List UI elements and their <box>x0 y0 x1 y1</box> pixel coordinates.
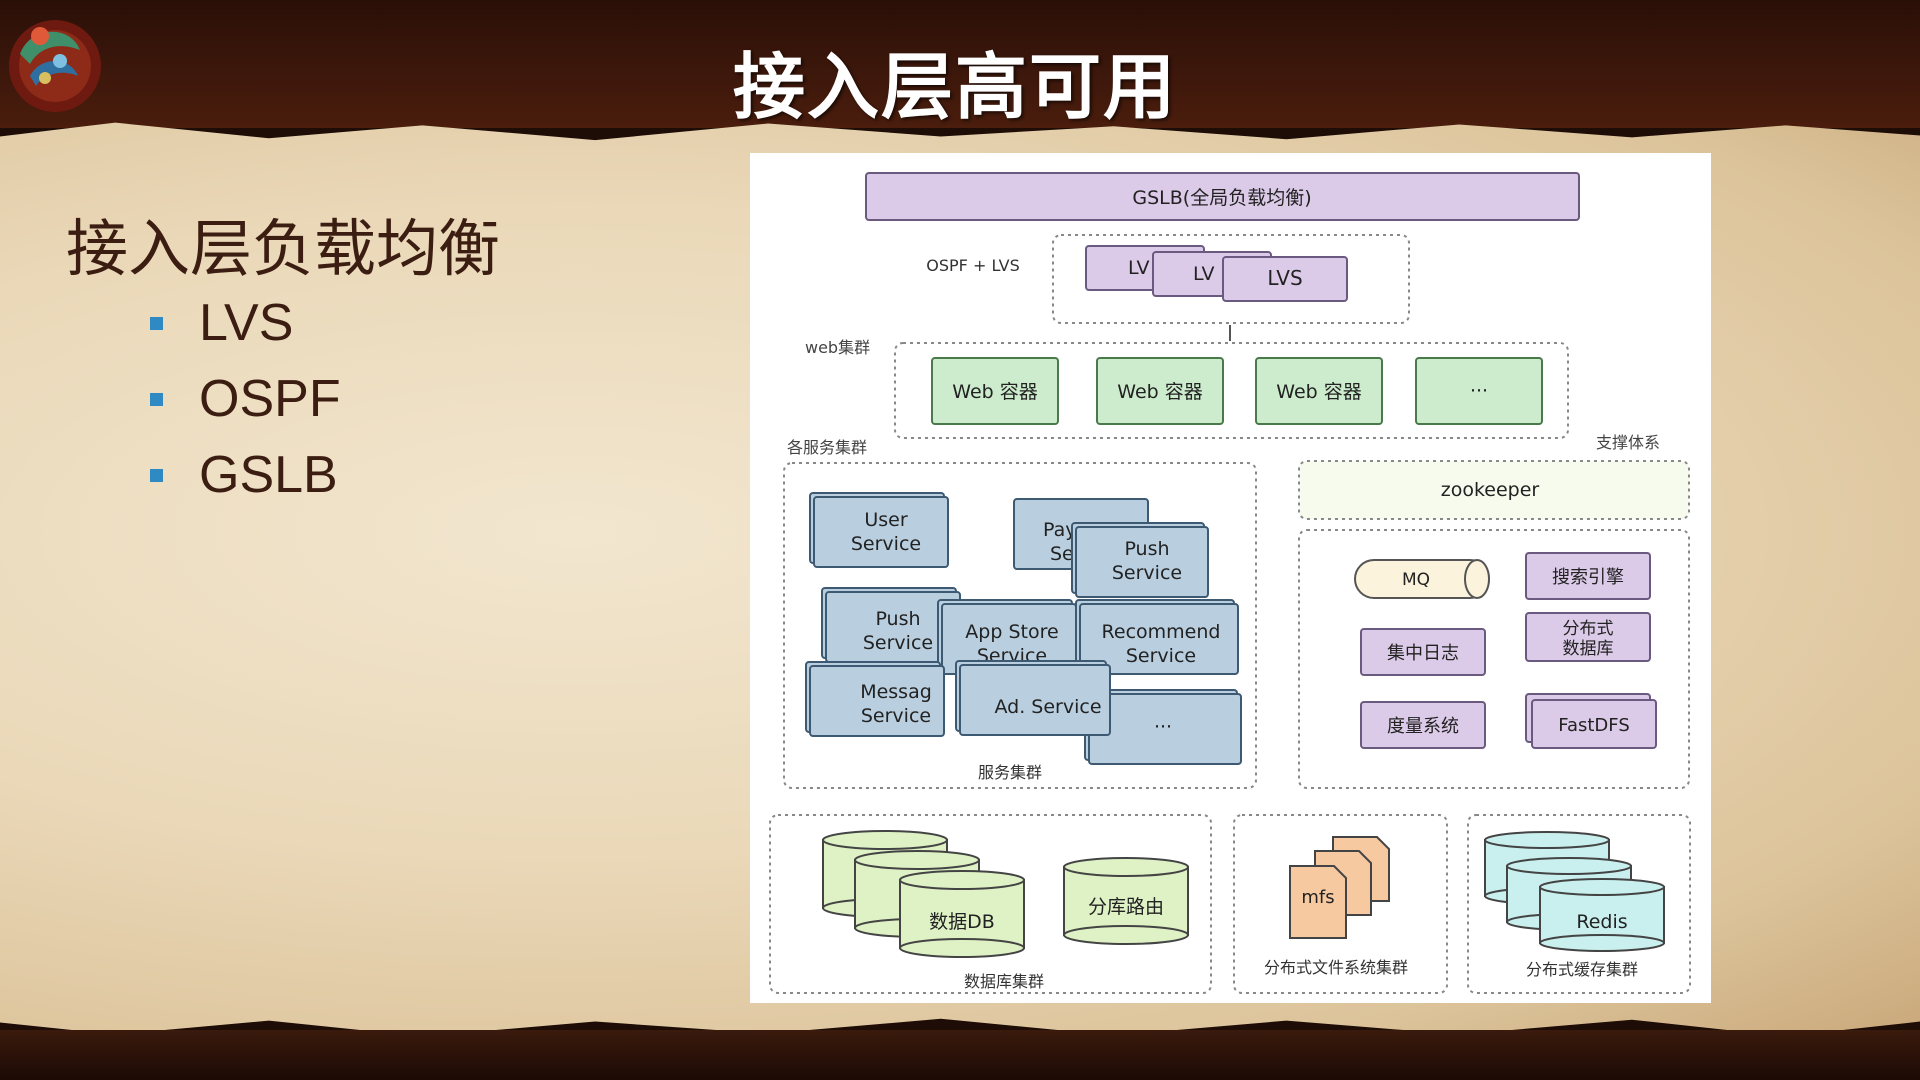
slide-title: 接入层高可用 <box>732 45 1177 129</box>
web-cluster-label: web集群 <box>805 338 870 357</box>
web-container-label: ··· <box>1470 380 1488 402</box>
support-frame <box>1298 529 1690 789</box>
mq-label: MQ <box>1402 570 1430 590</box>
services-section-label: 各服务集群 <box>787 438 867 457</box>
mq-cylinder-end <box>1464 559 1490 599</box>
service-box <box>959 664 1111 736</box>
service-label: Push <box>1124 538 1169 560</box>
title-band <box>0 0 1920 128</box>
service-box <box>809 665 945 737</box>
mfs-label: mfs <box>1301 887 1334 908</box>
bullet-text: OSPF <box>199 370 341 428</box>
service-label: Recommend <box>1102 621 1221 643</box>
support-label: 度量系统 <box>1387 716 1459 737</box>
web-container-label: Web 容器 <box>952 381 1037 403</box>
services-cluster-frame <box>783 462 1257 789</box>
bullet-item-gslb: GSLB <box>150 437 341 513</box>
db-router-label: 分库路由 <box>1088 896 1164 918</box>
service-label: Se <box>1050 543 1074 565</box>
service-label: Service <box>861 705 931 727</box>
support-box <box>1360 701 1486 749</box>
lvs-label: LV <box>1193 263 1215 285</box>
ospf-lvs-label: OSPF + LVS <box>926 256 1019 275</box>
support-label: 搜索引擎 <box>1552 567 1624 588</box>
support-section-label: 支撑体系 <box>1596 433 1660 452</box>
web-container-label: Web 容器 <box>1276 381 1361 403</box>
gslb-box <box>865 172 1580 221</box>
service-label: Service <box>851 533 921 555</box>
service-label: Pay <box>1043 519 1077 541</box>
file-stack-icon <box>1289 836 1390 939</box>
bullet-square-icon <box>150 316 163 330</box>
bullet-square-icon <box>150 392 163 406</box>
cache-cylinder-icon <box>1539 878 1665 952</box>
bullet-text: LVS <box>199 294 294 352</box>
lvs-label: LVS <box>1267 266 1302 290</box>
service-cluster-caption: 服务集群 <box>978 763 1042 782</box>
support-label: 分布式 <box>1563 619 1614 639</box>
service-label: Ad. Service <box>994 696 1101 718</box>
support-label: FastDFS <box>1558 715 1630 736</box>
service-box <box>813 496 949 568</box>
db-cylinder-icon <box>899 870 1025 958</box>
section-heading: 接入层负载均衡 <box>66 212 501 285</box>
service-box <box>1079 603 1239 675</box>
db-cluster-caption: 数据库集群 <box>964 972 1044 991</box>
bullet-item-ospf: OSPF <box>150 361 341 437</box>
zookeeper-label: zookeeper <box>1441 479 1540 501</box>
db-label: 数据DB <box>929 911 995 933</box>
fs-cluster-frame <box>1233 814 1448 994</box>
gslb-label: GSLB(全局负载均衡) <box>1132 187 1311 209</box>
db-router-cylinder-icon <box>1063 857 1189 945</box>
service-label: Service <box>1126 645 1196 667</box>
service-label: User <box>864 509 907 531</box>
web-container-box <box>931 357 1059 425</box>
ornament-logo-icon <box>9 20 101 112</box>
support-label: 集中日志 <box>1387 643 1459 664</box>
support-box <box>1360 628 1486 676</box>
bullet-list: LVS OSPF GSLB <box>150 285 341 513</box>
lvs-group-frame <box>1052 234 1410 324</box>
web-container-label: Web 容器 <box>1117 381 1202 403</box>
bullet-item-lvs: LVS <box>150 285 341 361</box>
lvs-box <box>1222 256 1348 302</box>
db-cluster-frame <box>769 814 1212 994</box>
support-box <box>1525 612 1651 662</box>
service-label: Service <box>1112 562 1182 584</box>
cache-cluster-caption: 分布式缓存集群 <box>1526 960 1638 979</box>
lvs-label: LV <box>1128 257 1150 279</box>
web-cluster-frame <box>894 342 1569 439</box>
support-box <box>1525 552 1651 600</box>
support-box <box>1531 699 1657 749</box>
service-label: Push <box>875 608 920 630</box>
bullet-text: GSLB <box>199 446 338 504</box>
web-container-box <box>1255 357 1383 425</box>
web-container-box <box>1096 357 1224 425</box>
service-label: ··· <box>1154 716 1172 738</box>
bullet-square-icon <box>150 468 163 482</box>
service-box <box>1075 526 1209 598</box>
fs-cluster-caption: 分布式文件系统集群 <box>1264 958 1408 977</box>
service-label: App Store <box>965 621 1058 643</box>
architecture-diagram: GSLB(全局负载均衡) OSPF + LVS LV LV LVS web集群 … <box>750 153 1711 1003</box>
redis-label: Redis <box>1576 911 1627 933</box>
service-label: Service <box>863 632 933 654</box>
support-label: 数据库 <box>1563 639 1614 659</box>
zookeeper-box <box>1298 460 1690 520</box>
web-container-box <box>1415 357 1543 425</box>
service-label: Messag <box>860 681 932 703</box>
bottom-band <box>0 1030 1920 1080</box>
